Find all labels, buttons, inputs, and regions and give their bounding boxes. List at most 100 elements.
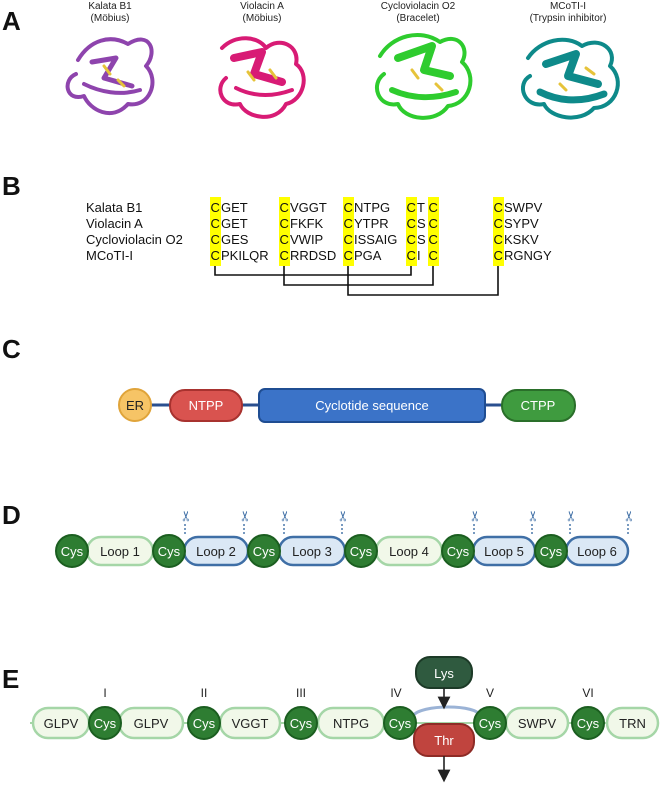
segment-label: NTPG — [333, 716, 369, 731]
ntpp-label: NTPP — [189, 398, 224, 413]
cys-letter: C — [407, 248, 416, 263]
cys-label: Cys — [94, 716, 117, 731]
seq-name-mcoti-i: MCoTI-I — [86, 248, 133, 263]
cys-label: Cys — [479, 716, 502, 731]
er-domain — [118, 388, 152, 422]
cys-letter: C — [344, 216, 353, 231]
cys-letter: C — [344, 232, 353, 247]
cys-letter: C — [344, 200, 353, 215]
loop-label: Loop 1 — [100, 544, 140, 559]
cys-label: Cys — [253, 544, 276, 559]
sequence-fragment: YTPR — [354, 216, 389, 231]
disulfide-bond-1-4 — [214, 266, 412, 276]
cys-letter: C — [280, 216, 289, 231]
panel-e-letter: E — [2, 664, 19, 694]
structure-kalata-b1 — [65, 37, 155, 116]
scissors-icon: ✂ — [621, 510, 637, 522]
sequence-fragment: GET — [221, 200, 248, 215]
cys-label: Cys — [350, 544, 373, 559]
cys-letter: C — [407, 216, 416, 231]
sequence-fragment: GES — [221, 232, 249, 247]
cys-node — [571, 706, 605, 740]
cys-roman-numeral: IV — [390, 686, 401, 700]
cys-label: Cys — [447, 544, 470, 559]
cyclization-link — [411, 705, 482, 718]
sequence-fragment: S — [417, 216, 426, 231]
sequence-fragment: RRDSD — [290, 248, 336, 263]
cys-letter: C — [494, 248, 503, 263]
lys-label: Lys — [434, 666, 454, 681]
disulfide-bond-3-6 — [347, 266, 499, 296]
cys-letter: C — [407, 232, 416, 247]
cys-roman-numeral: V — [486, 686, 494, 700]
cys-label: Cys — [540, 544, 563, 559]
seq-name-cycloviolacin-o2: Cycloviolacin O2 — [86, 232, 183, 247]
cys-label: Cys — [389, 716, 412, 731]
structure-mcoti-i — [521, 37, 620, 120]
cys-label: Cys — [158, 544, 181, 559]
loop-label: Loop 4 — [389, 544, 429, 559]
cys-letter: C — [429, 200, 438, 215]
structure-name-mcoti-i: MCoTI-I — [550, 1, 586, 12]
loop-label: Loop 2 — [196, 544, 236, 559]
cys-letter: C — [211, 232, 220, 247]
cys-roman-numeral: II — [201, 686, 208, 700]
scissors-icon: ✂ — [178, 510, 194, 522]
sequence-fragment: T — [417, 200, 425, 215]
structure-type-kalata-b1: (Möbius) — [91, 13, 130, 24]
cys-node — [383, 706, 417, 740]
sequence-fragment: FKFK — [290, 216, 324, 231]
cys-letter: C — [211, 216, 220, 231]
structure-type-cycloviolacin-o2: (Bracelet) — [396, 13, 439, 24]
scissors-icon: ✂ — [277, 510, 293, 522]
panel-d-letter: D — [2, 500, 21, 530]
segment-label: GLPV — [44, 716, 79, 731]
cys-column-4 — [406, 197, 417, 266]
scissors-icon: ✂ — [563, 510, 579, 522]
panel-b-letter: B — [2, 171, 21, 201]
cys-label: Cys — [290, 716, 313, 731]
structure-cycloviolacin-o2 — [375, 32, 473, 120]
sequence-fragment: SYPV — [504, 216, 539, 231]
sequence-fragment: PKILQR — [221, 248, 269, 263]
cys-letter: C — [280, 200, 289, 215]
cys-node — [534, 534, 568, 568]
cys-letter: C — [429, 216, 438, 231]
cys-roman-numeral: I — [103, 686, 106, 700]
panel-a: A Kalata B1 (Möbius) Violacin A (Möbius)… — [2, 1, 620, 120]
loop-label: Loop 6 — [577, 544, 617, 559]
scissors-icon: ✂ — [525, 510, 541, 522]
sequence-fragment: RGNGY — [504, 248, 552, 263]
sequence-fragment: NTPG — [354, 200, 390, 215]
cys-column-3 — [343, 197, 354, 266]
disulfide-bonds — [214, 266, 499, 296]
cys-node — [187, 706, 221, 740]
sequence-fragment: GET — [221, 216, 248, 231]
cys-roman-numeral: III — [296, 686, 306, 700]
cys-roman-numeral: VI — [582, 686, 593, 700]
cys-column-2 — [279, 197, 290, 266]
cys-letter: C — [494, 216, 503, 231]
cys-column-1 — [210, 197, 221, 266]
cys-label: Cys — [577, 716, 600, 731]
cys-letter: C — [344, 248, 353, 263]
cyclotide-domain — [258, 388, 486, 423]
seq-name-kalata-b1: Kalata B1 — [86, 200, 142, 215]
ctpp-label: CTPP — [521, 398, 556, 413]
segment-label: VGGT — [232, 716, 269, 731]
segment-label: SWPV — [518, 716, 557, 731]
cys-letter: C — [280, 248, 289, 263]
sequence-fragment: KSKV — [504, 232, 539, 247]
cys-node — [88, 706, 122, 740]
sequence-fragment: PGA — [354, 248, 382, 263]
cys-node — [473, 706, 507, 740]
segment-label: TRN — [619, 716, 646, 731]
structure-violacin-a — [218, 36, 306, 119]
scissors-icon: ✂ — [335, 510, 351, 522]
scissors-icon: ✂ — [467, 510, 483, 522]
sequence-fragment: S — [417, 232, 426, 247]
cys-letter: C — [211, 200, 220, 215]
